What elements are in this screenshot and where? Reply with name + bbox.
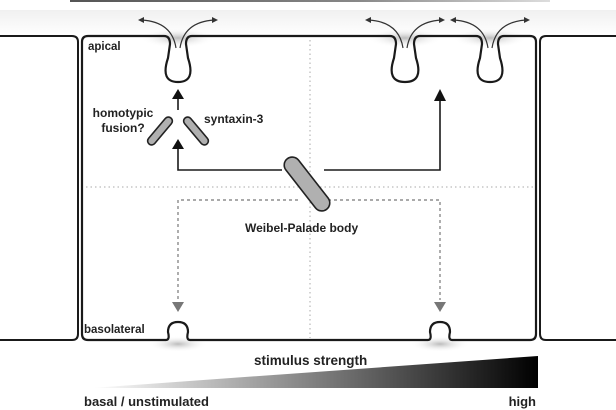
stimulus-gradient-wedge (92, 356, 538, 388)
arrowhead-down (434, 302, 446, 312)
right-neighbour-cell (539, 35, 616, 341)
label-stimulus: stimulus strength (254, 353, 367, 368)
basal-basolateral-pathway (172, 199, 446, 312)
secretion-arrows (141, 19, 527, 49)
arrowhead-up (172, 139, 184, 149)
granule-right (182, 116, 210, 146)
label-homotypic: homotypic (93, 106, 154, 120)
granules (146, 116, 331, 212)
arrowhead-down (172, 302, 184, 312)
cell-membranes (0, 34, 616, 342)
top-bar (70, 0, 550, 2)
arrowhead-up (172, 89, 184, 99)
secretion-halos (140, 28, 528, 352)
weibel-palade-body (283, 156, 331, 212)
left-neighbour-cell (0, 35, 79, 341)
arrowhead-up (434, 89, 446, 101)
label-basal: basal / unstimulated (84, 394, 209, 409)
main-cell (80, 34, 538, 342)
label-fusion: fusion? (101, 121, 144, 135)
label-high: high (509, 394, 536, 409)
label-syntaxin: syntaxin-3 (204, 112, 264, 126)
lumen (0, 10, 616, 36)
label-basolateral: basolateral (84, 324, 145, 336)
granule-left (146, 116, 174, 146)
stimulated-apical-pathway (172, 89, 446, 171)
label-wpb: Weibel-Palade body (245, 221, 358, 235)
label-apical: apical (88, 41, 121, 53)
